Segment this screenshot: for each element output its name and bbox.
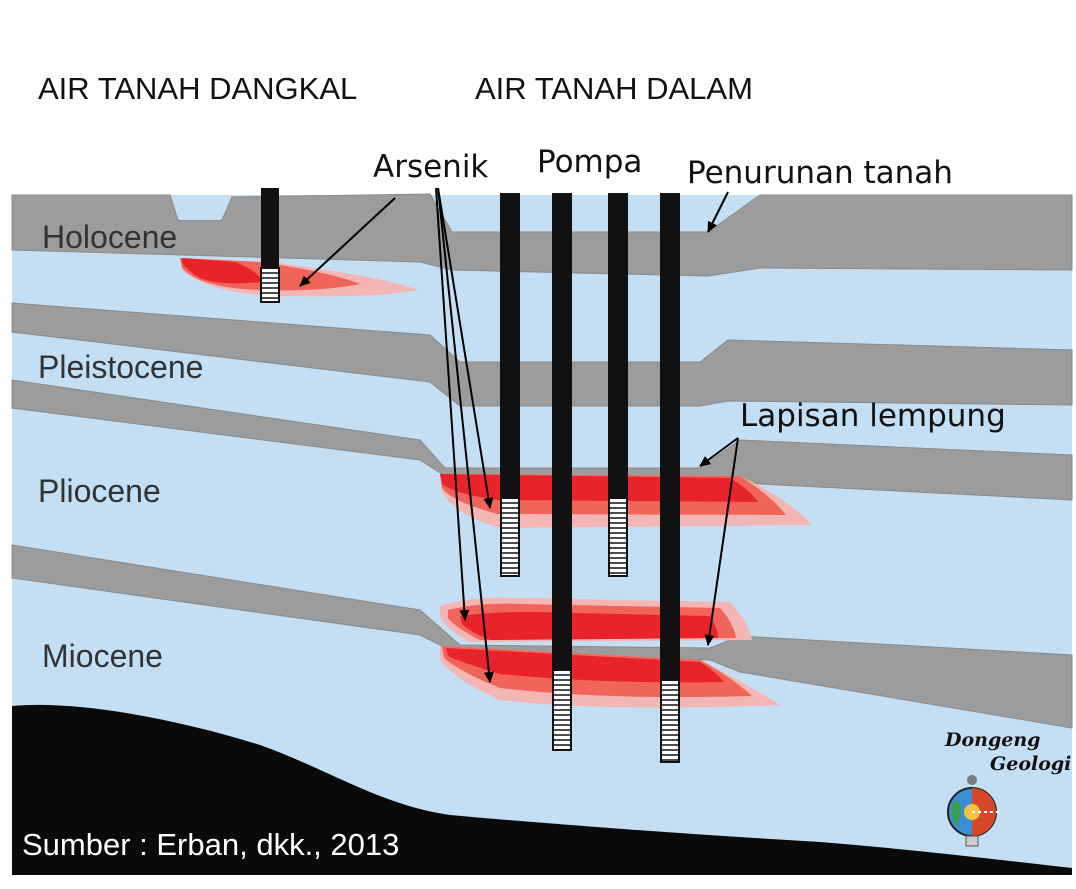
- well-screen: [552, 669, 572, 751]
- bedrock: [12, 704, 1072, 875]
- well-screen: [608, 497, 628, 577]
- clay-leader-lines: [699, 437, 739, 646]
- layer-label-holocene: Holocene: [42, 219, 177, 255]
- well-screen: [260, 267, 280, 303]
- miocene-clay: [11, 544, 1073, 729]
- well-deep-4: [660, 193, 680, 763]
- heading-deep-groundwater: AIR TANAH DALAM: [475, 71, 753, 106]
- layer-label-pliocene: Pliocene: [38, 473, 161, 509]
- well-deep-2: [552, 193, 572, 751]
- source-caption: Sumber : Erban, dkk., 2013: [22, 827, 399, 862]
- layer-label-miocene: Miocene: [42, 638, 163, 674]
- layer-label-pleistocene: Pleistocene: [38, 349, 203, 385]
- well-deep-3: [608, 193, 628, 577]
- label-arsenic: Arsenik: [373, 149, 488, 185]
- pleistocene-upper-clay: [11, 302, 1073, 407]
- heading-shallow-groundwater: AIR TANAH DANGKAL: [38, 71, 357, 106]
- globe-icon: [947, 775, 1000, 847]
- arsenic-plume-miocene-upper: [440, 597, 752, 642]
- dongeng-geologi-logo: Dongeng Geologi: [944, 729, 1071, 847]
- logo-text-line2: Geologi: [990, 753, 1071, 775]
- subsidence-leader-line: [707, 191, 729, 233]
- logo-text-line1: Dongeng: [944, 729, 1040, 751]
- well-shallow: [260, 188, 280, 303]
- well-deep-1: [500, 193, 520, 577]
- well-screen: [660, 679, 680, 763]
- label-pump: Pompa: [537, 144, 642, 180]
- arsenic-plume-shallow: [180, 258, 418, 297]
- pleistocene-lower-clay: [11, 379, 1073, 501]
- arsenic-leader-lines: [299, 187, 494, 683]
- well-screen: [500, 497, 520, 577]
- label-clay-layer: Lapisan lempung: [740, 398, 1006, 434]
- label-subsidence: Penurunan tanah: [687, 155, 953, 191]
- holocene-pond: [176, 207, 224, 220]
